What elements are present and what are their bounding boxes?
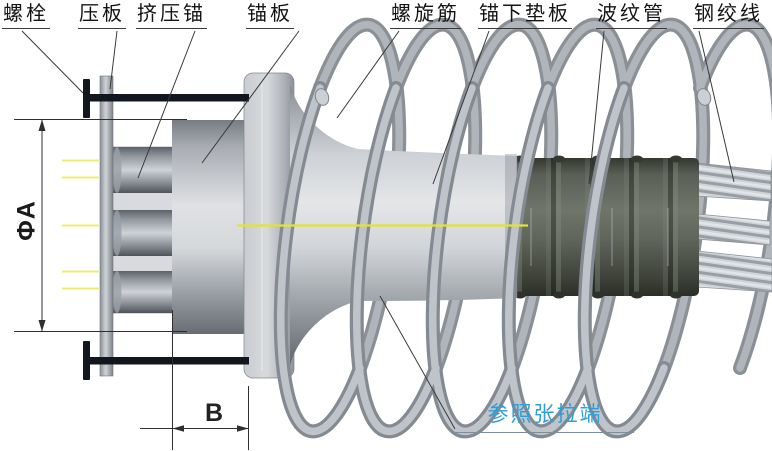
reference-note: 参照张拉端: [456, 398, 634, 433]
label-steel-strand: 钢绞线: [693, 3, 764, 29]
extrusion-anchor-shapes: [112, 146, 174, 314]
corrugated-pipe-shape: [513, 155, 699, 299]
label-corrugated-pipe: 波纹管: [596, 3, 667, 29]
note-leader-line: [379, 295, 456, 430]
label-spiral-rib: 螺旋筋: [390, 3, 461, 29]
dimension-length-label: B: [204, 399, 224, 427]
label-bolt: 螺栓: [2, 3, 50, 29]
leader-lines: [21, 30, 735, 430]
bolt-bottom: [83, 341, 249, 380]
anchor-plate-shape: [172, 120, 248, 334]
dimension-b: [140, 310, 249, 450]
bolt-top: [83, 79, 249, 118]
label-extrusion-anchor: 挤压锚: [136, 3, 207, 29]
centerlines: [62, 159, 528, 290]
label-anchor-bearing-plate: 锚下垫板: [478, 3, 572, 29]
steel-strand-bottom: [696, 250, 772, 293]
dimension-diameter-label: ΦA: [12, 200, 41, 241]
steel-strands: [696, 162, 772, 293]
spiral-wire-cut-end-right: [696, 88, 712, 106]
dimension-phi-a: [14, 119, 187, 332]
steel-strand-middle: [696, 213, 771, 246]
spiral-wire-cut-end-left: [314, 88, 330, 106]
label-anchor-plate: 锚板: [246, 3, 294, 29]
spiral-rib-front-coils: [273, 81, 712, 439]
label-pressure-plate: 压板: [78, 3, 126, 29]
